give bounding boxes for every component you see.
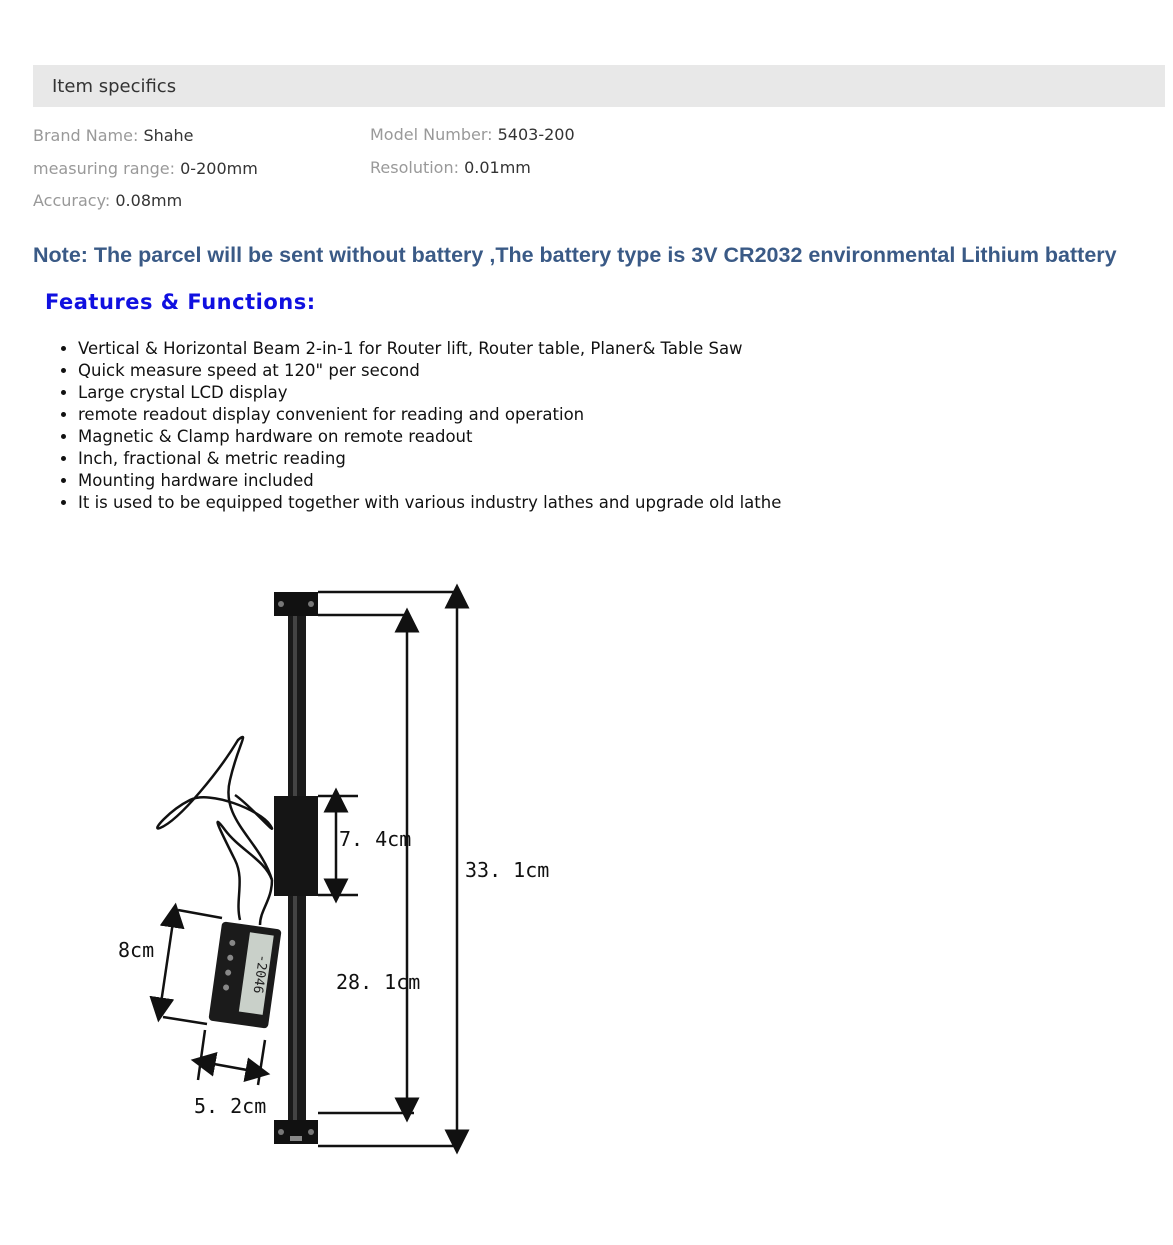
features-list: Vertical & Horizontal Beam 2-in-1 for Ro…: [58, 338, 781, 514]
feature-item: It is used to be equipped together with …: [78, 492, 781, 514]
feature-item: Quick measure speed at 120" per second: [78, 360, 781, 382]
spec-resolution: Resolution: 0.01mm: [370, 158, 531, 177]
spec-accuracy: Accuracy: 0.08mm: [33, 191, 183, 210]
feature-item: Vertical & Horizontal Beam 2-in-1 for Ro…: [78, 338, 781, 360]
slider-block: [274, 796, 318, 896]
feature-item: Large crystal LCD display: [78, 382, 781, 404]
dim-travel-length: 28. 1cm: [336, 970, 420, 994]
spec-model-number: Model Number: 5403-200: [370, 125, 575, 144]
dimension-lines: [149, 583, 470, 1155]
remote-readout: -2046: [208, 921, 282, 1029]
spec-measuring-range: measuring range: 0-200mm: [33, 159, 258, 178]
item-specifics-header: Item specifics: [33, 65, 1165, 107]
dim-total-length: 33. 1cm: [465, 858, 549, 882]
feature-item: Magnetic & Clamp hardware on remote read…: [78, 426, 781, 448]
cable: [156, 735, 274, 926]
dim-display-height: 8cm: [118, 938, 154, 962]
dim-slider-height: 7. 4cm: [339, 827, 411, 851]
spec-brand-name: Brand Name: Shahe: [33, 126, 194, 145]
display-reading: -2046: [250, 954, 270, 995]
feature-item: Inch, fractional & metric reading: [78, 448, 781, 470]
product-dimension-figure: -2046 7. 4cm 33. 1cm 28. 1cm 8cm 5. 2cm: [118, 583, 549, 1155]
battery-note: Note: The parcel will be sent without ba…: [33, 243, 1117, 267]
item-specifics-title: Item specifics: [52, 76, 177, 97]
features-title: Features & Functions:: [45, 290, 316, 314]
feature-item: Mounting hardware included: [78, 470, 781, 492]
dim-display-width: 5. 2cm: [194, 1094, 266, 1118]
feature-item: remote readout display convenient for re…: [78, 404, 781, 426]
